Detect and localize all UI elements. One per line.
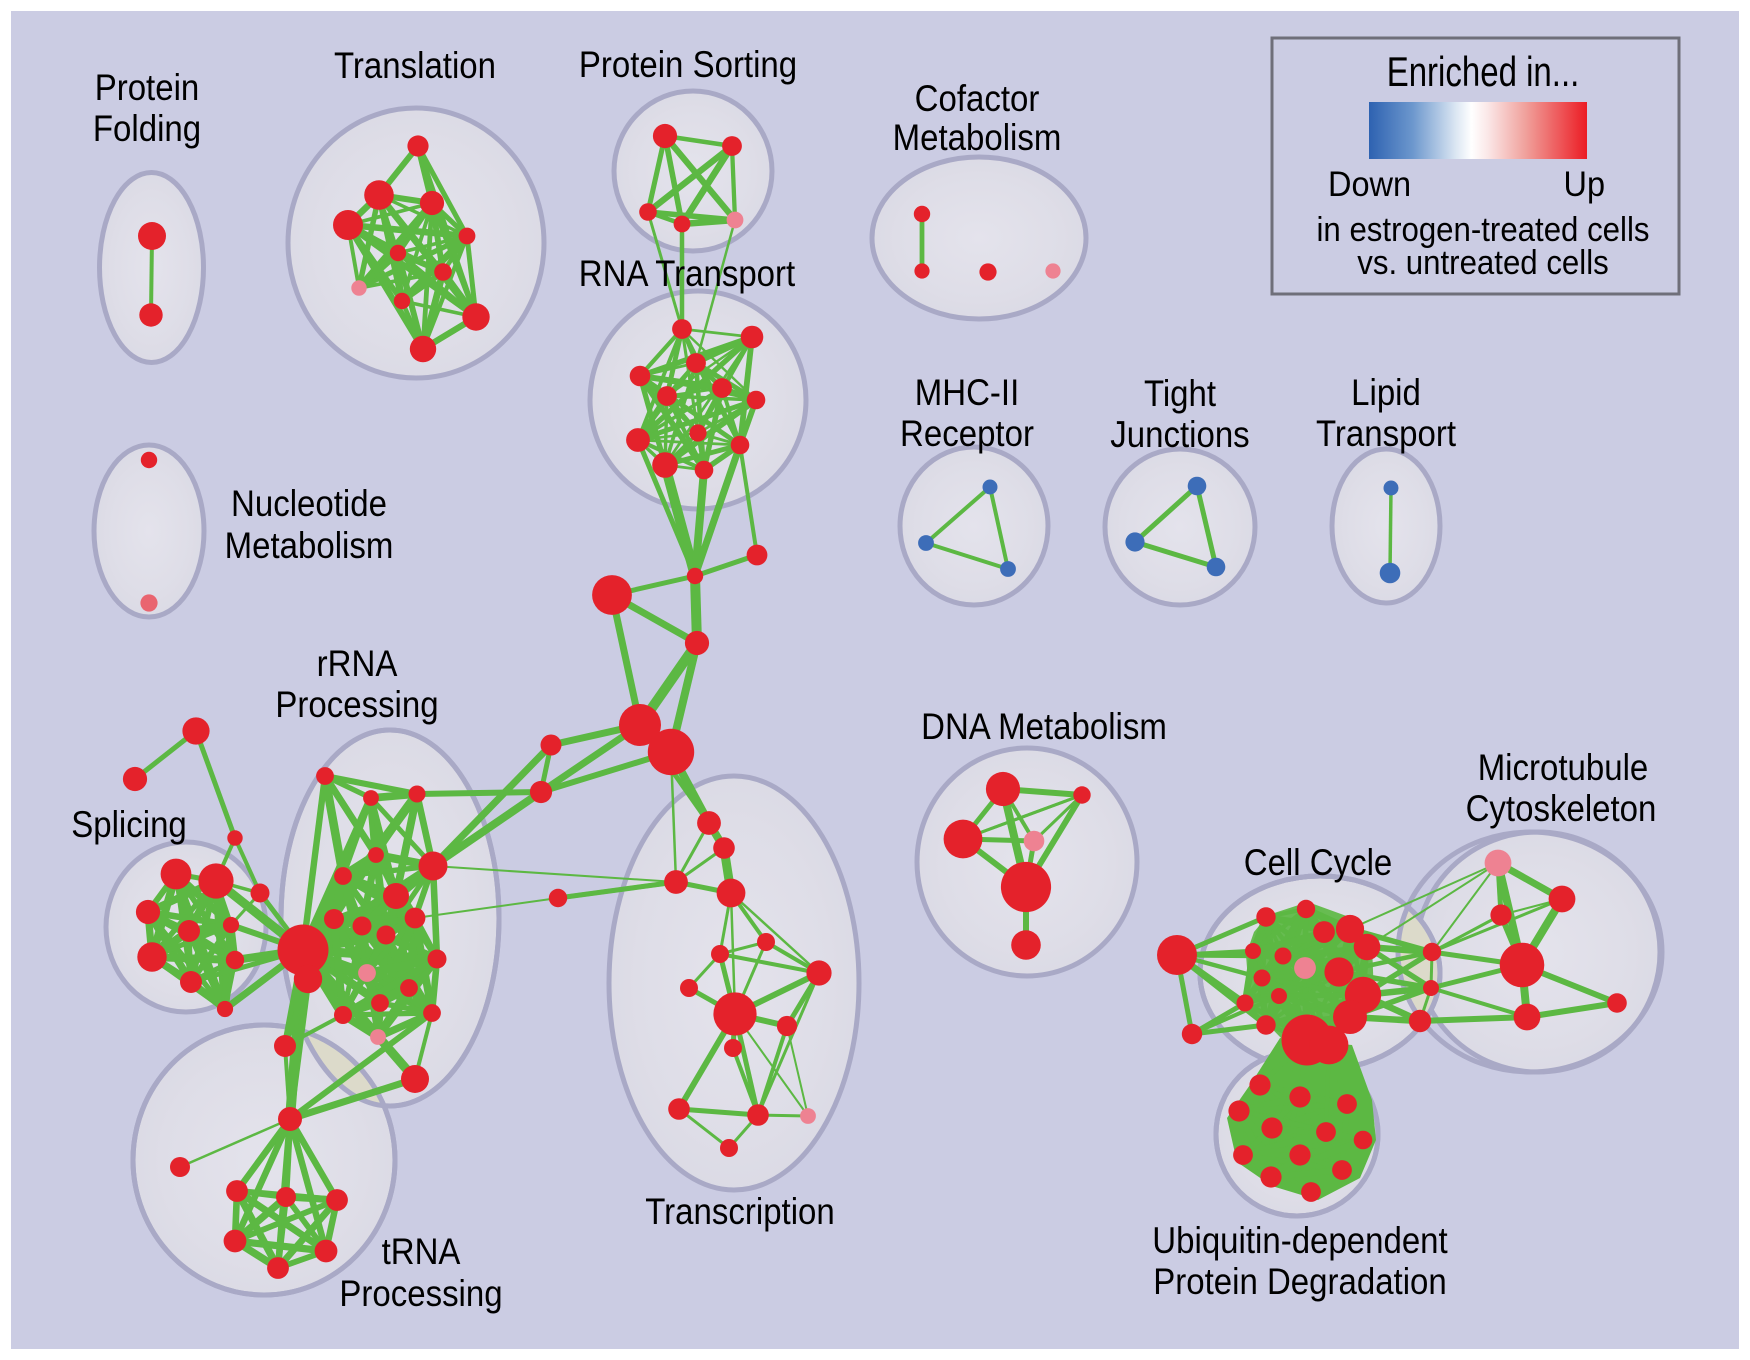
svg-text:Transcription: Transcription xyxy=(645,1190,835,1232)
svg-text:rRNA: rRNA xyxy=(317,642,398,684)
svg-text:RNA Transport: RNA Transport xyxy=(579,252,796,294)
svg-text:tRNA: tRNA xyxy=(382,1230,461,1272)
svg-text:Transport: Transport xyxy=(1316,412,1457,454)
svg-text:Cofactor: Cofactor xyxy=(915,77,1040,119)
svg-text:Receptor: Receptor xyxy=(900,412,1034,454)
svg-text:MHC-II: MHC-II xyxy=(915,371,1020,413)
svg-text:Enriched in...: Enriched in... xyxy=(1387,48,1580,95)
svg-text:DNA Metabolism: DNA Metabolism xyxy=(921,705,1167,747)
svg-text:in estrogen-treated cells: in estrogen-treated cells xyxy=(1317,211,1650,249)
svg-text:Junctions: Junctions xyxy=(1110,413,1249,455)
svg-text:Ubiquitin-dependent: Ubiquitin-dependent xyxy=(1152,1219,1448,1261)
svg-text:Translation: Translation xyxy=(334,44,496,86)
svg-text:Microtubule: Microtubule xyxy=(1478,746,1649,788)
svg-text:Nucleotide: Nucleotide xyxy=(231,482,387,524)
svg-text:Folding: Folding xyxy=(93,107,201,149)
svg-text:Metabolism: Metabolism xyxy=(893,116,1062,158)
svg-text:Cell Cycle: Cell Cycle xyxy=(1244,841,1393,883)
svg-text:Metabolism: Metabolism xyxy=(225,524,394,566)
svg-text:Tight: Tight xyxy=(1144,372,1217,414)
svg-text:vs. untreated cells: vs. untreated cells xyxy=(1357,244,1609,282)
svg-text:Down: Down xyxy=(1328,165,1411,204)
svg-text:Protein Degradation: Protein Degradation xyxy=(1153,1260,1447,1302)
svg-text:Protein Sorting: Protein Sorting xyxy=(579,43,797,85)
svg-text:Cytoskeleton: Cytoskeleton xyxy=(1466,787,1657,829)
svg-text:Processing: Processing xyxy=(339,1272,502,1314)
svg-text:Processing: Processing xyxy=(275,683,438,725)
svg-text:Lipid: Lipid xyxy=(1351,371,1421,413)
svg-text:Up: Up xyxy=(1564,165,1606,204)
svg-text:Splicing: Splicing xyxy=(71,803,187,845)
svg-text:Protein: Protein xyxy=(95,66,200,108)
